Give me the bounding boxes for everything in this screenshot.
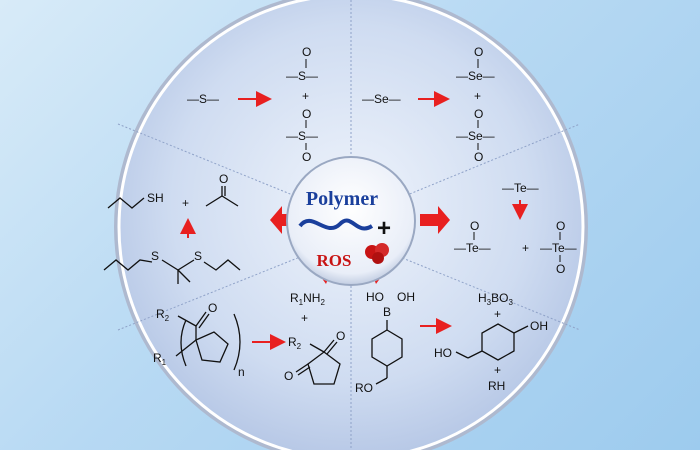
aminoacrylate-r2: R2 <box>156 307 170 323</box>
phenol-oh: OH <box>530 319 548 333</box>
thioketal-right-chain <box>203 259 241 271</box>
boronate-oh: OH <box>397 290 415 304</box>
boronate-plus2: + <box>494 363 501 377</box>
center-badge: Polymer + ROS <box>286 156 416 286</box>
cyclopentane-ring <box>195 331 229 363</box>
aminoacrylate-bracket-right <box>233 313 241 371</box>
thiol-chain <box>107 197 145 209</box>
selenide-reactant: —Se— <box>362 92 401 106</box>
sulfone-o-bottom: O <box>302 150 311 164</box>
tellurone-o-top: O <box>556 219 565 233</box>
center-ros-label: ROS <box>317 251 352 270</box>
ros-molecule-icon <box>365 243 389 264</box>
tellurone-o-bottom: O <box>556 262 565 276</box>
aminoacrylate-bracket-left <box>180 319 187 367</box>
telluroxide-o: O <box>470 219 479 233</box>
thiol-sh: SH <box>147 191 164 205</box>
thioketal-s2: S <box>194 249 202 263</box>
amine-product: R1NH2 <box>290 291 325 307</box>
sulfone-product: —S— <box>286 129 318 143</box>
section-aminoacrylate: R2 O R1 n R1NH2 + R2 O O <box>153 291 345 385</box>
boric-acid: H3BO3 <box>478 291 513 307</box>
selenone-o-bottom: O <box>474 150 483 164</box>
boronate-b: B <box>383 305 391 319</box>
aminoacrylate-n: n <box>238 365 245 379</box>
thioketal-s1: S <box>151 249 159 263</box>
tellurone-product: —Te— <box>540 241 577 255</box>
boronate-plus1: + <box>494 307 501 321</box>
sulfoxide-o: O <box>302 45 311 59</box>
selenone-product: —Se— <box>456 129 495 143</box>
acetone-o: O <box>219 172 228 186</box>
telluride-reactant: —Te— <box>502 181 539 195</box>
section-thioketal: SH + O S S <box>103 172 241 284</box>
section-telluride: —Te— O —Te— + O —Te— O <box>454 181 577 276</box>
boronate-ro: RO <box>355 381 373 395</box>
center-polymer-label: Polymer <box>306 188 378 210</box>
sulfide-reactant: —S— <box>187 92 219 106</box>
aminoacrylate-r1: R1 <box>153 351 167 367</box>
selenoxide-o: O <box>474 45 483 59</box>
ketone-r2: R2 <box>288 335 302 351</box>
amine-plus: + <box>301 311 308 325</box>
boronate-rh: RH <box>488 379 505 393</box>
telluride-plus: + <box>522 241 529 255</box>
cyclopentanone-ring <box>307 351 341 385</box>
polymer-chain-icon <box>298 218 374 231</box>
ketone-o2: O <box>284 369 293 383</box>
selenoxide-product: —Se— <box>456 69 495 83</box>
section-boronate: HO B OH RO H3BO3 + OH HO + RH <box>355 290 548 395</box>
boronate-ho: HO <box>366 290 384 304</box>
section-sulfide: —S— O —S— + O —S— O <box>187 45 318 164</box>
selenide-plus: + <box>474 89 481 103</box>
phenol-ho: HO <box>434 346 452 360</box>
thioketal-left-chain <box>103 259 153 271</box>
selenone-o-top: O <box>474 107 483 121</box>
telluroxide-product: —Te— <box>454 241 491 255</box>
ketone-o1: O <box>336 329 345 343</box>
center-plus: + <box>377 215 391 242</box>
sulfone-o-top: O <box>302 107 311 121</box>
aminoacrylate-o: O <box>208 301 217 315</box>
section-dividers <box>117 0 581 450</box>
section-selenide: —Se— O —Se— + O —Se— O <box>362 45 495 164</box>
sulfide-plus: + <box>302 89 309 103</box>
thioketal-plus: + <box>182 196 189 210</box>
sulfoxide-product: —S— <box>286 69 318 83</box>
